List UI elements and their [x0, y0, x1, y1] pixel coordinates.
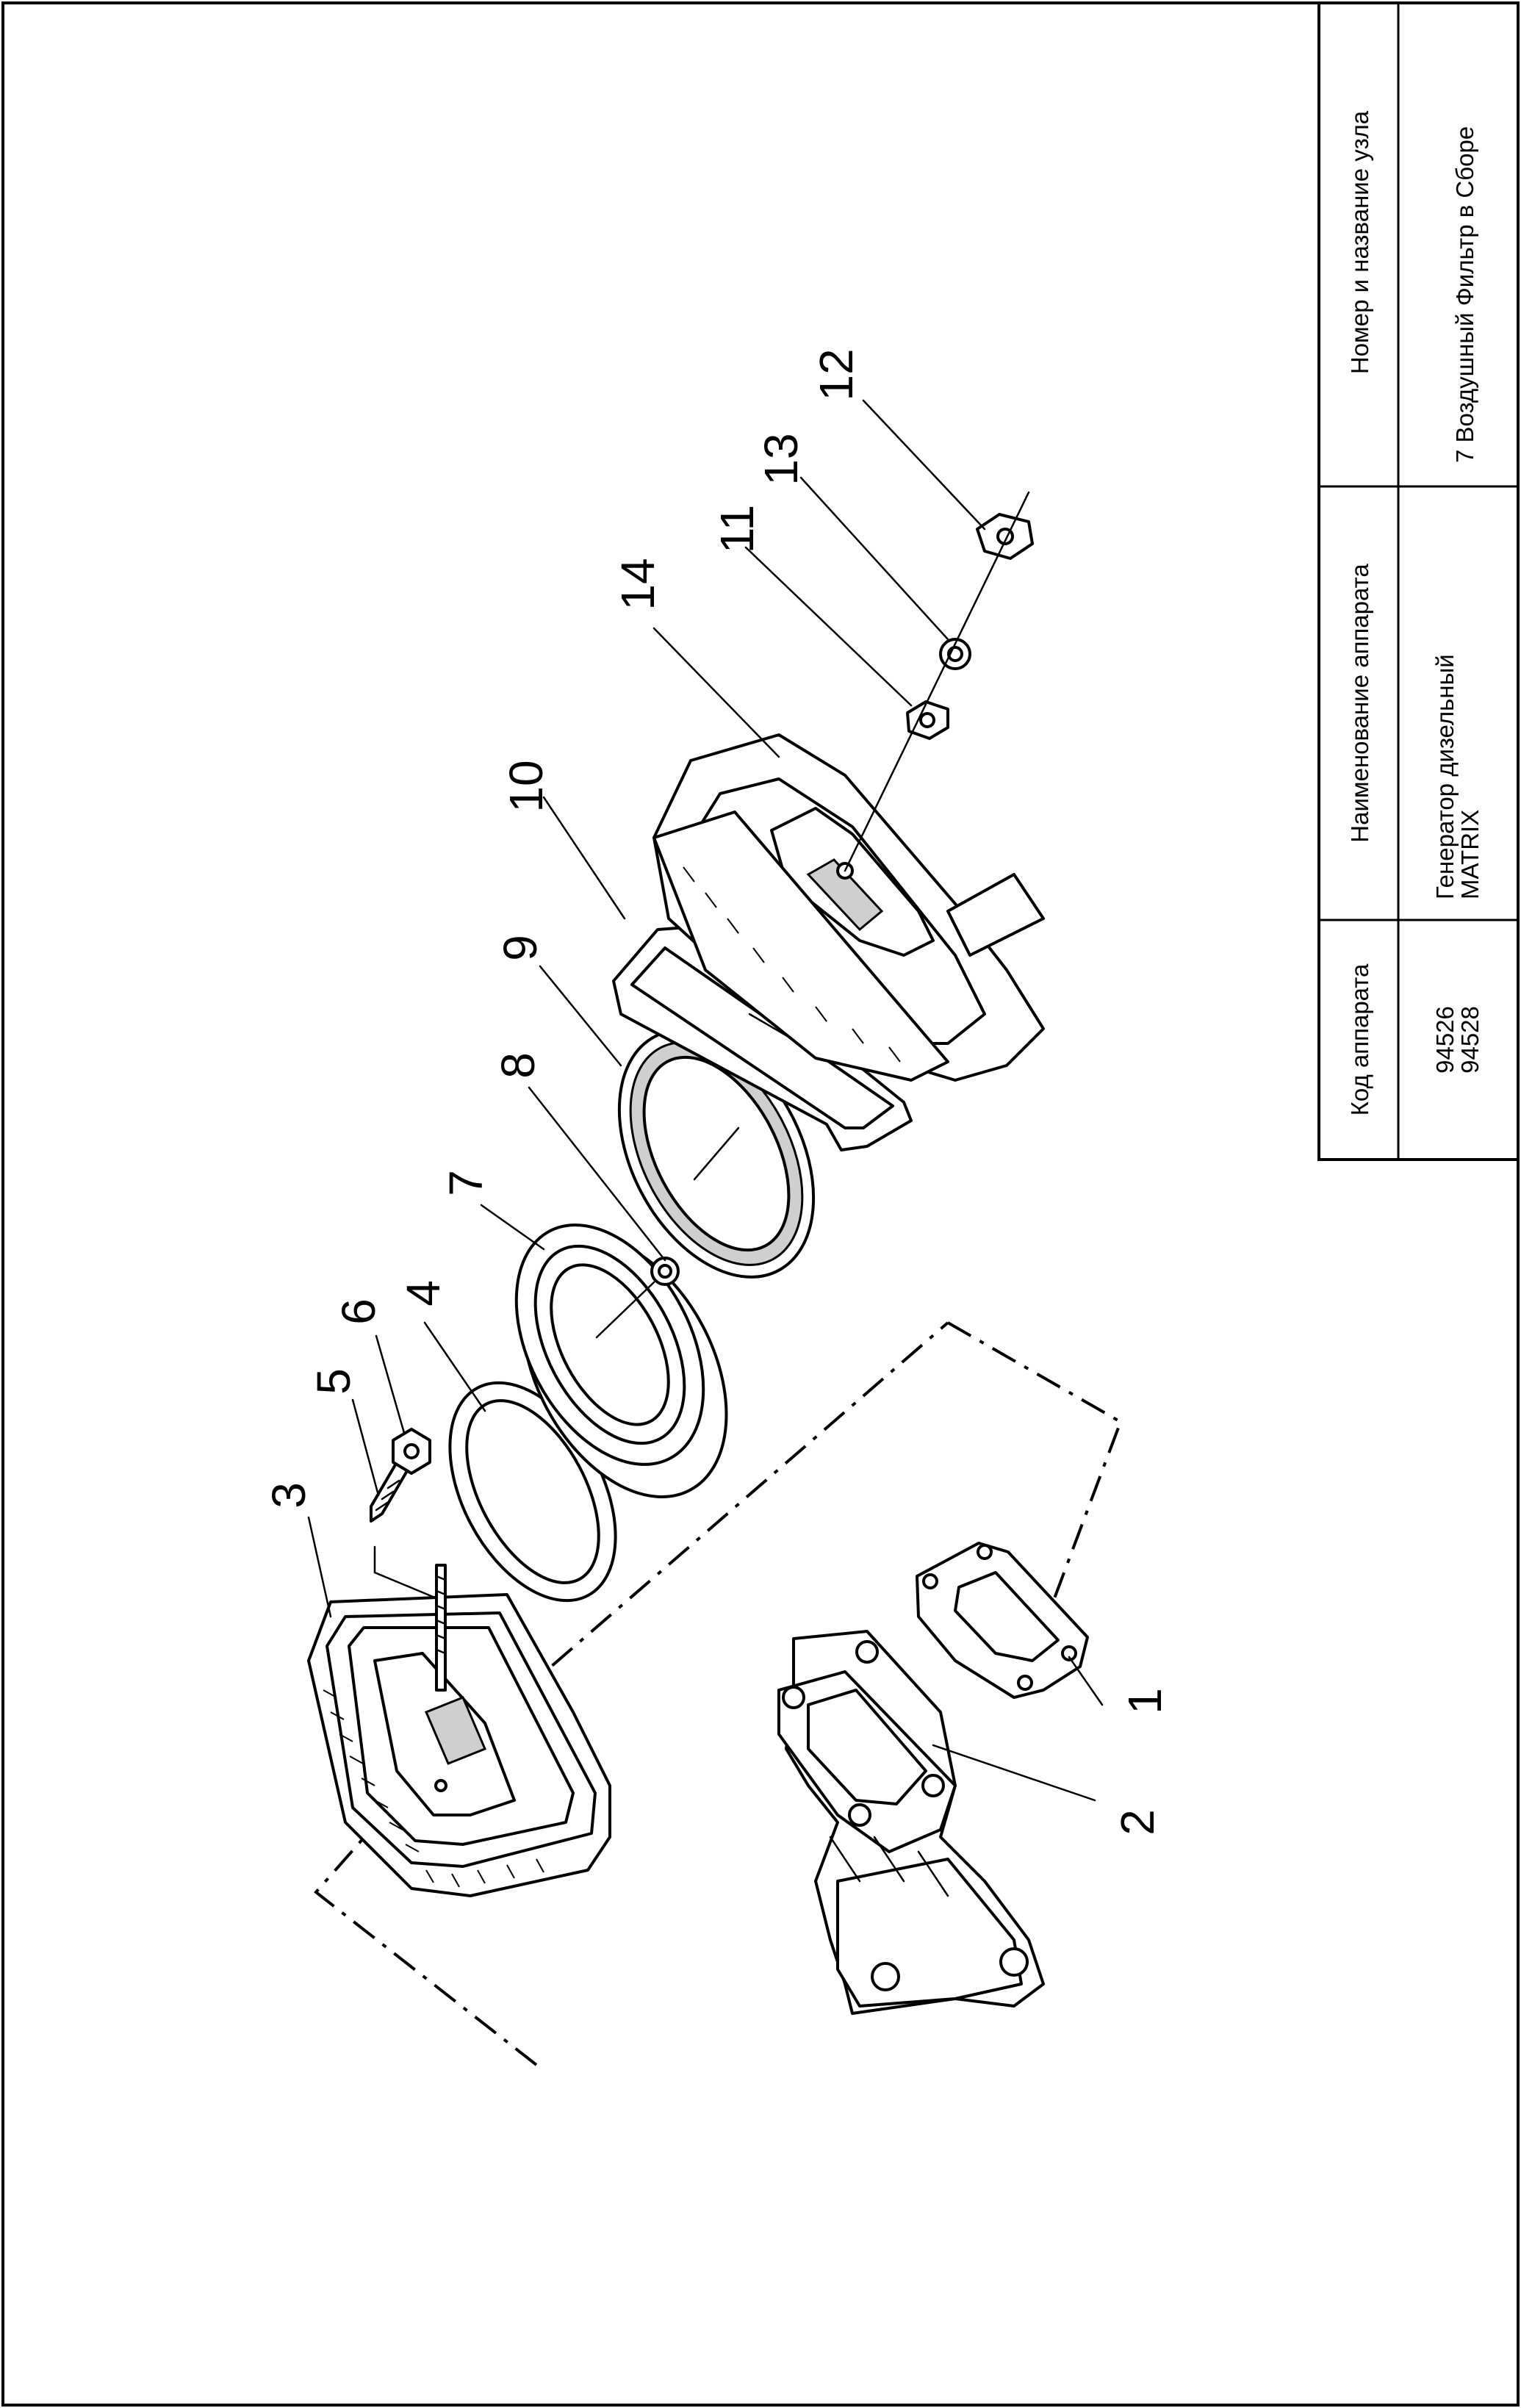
- assembly-boundary-line-2: [947, 1321, 1123, 1687]
- value-code-line-2: 94528: [1456, 1006, 1484, 1074]
- part-7-filter-element: [514, 1223, 728, 1498]
- callout-11: 11: [711, 505, 763, 553]
- part-12-wing-nut: [976, 513, 1034, 560]
- part-14-cover: [652, 733, 1045, 1082]
- callout-7: 7: [439, 1170, 492, 1196]
- callout-14: 14: [611, 558, 664, 610]
- part-1-gasket: [916, 1542, 1089, 1699]
- part-11-nut: [906, 700, 949, 740]
- callout-4: 4: [397, 1280, 450, 1307]
- value-code-line-1: 94526: [1431, 1006, 1459, 1074]
- title-block: Номер и название узла Наименование аппар…: [1317, 1, 1520, 1161]
- callout-12: 12: [810, 348, 863, 400]
- callout-6: 6: [332, 1298, 385, 1325]
- callout-8: 8: [492, 1052, 544, 1079]
- callout-5: 5: [307, 1368, 360, 1395]
- value-unit: 7 Воздушный Фильтр в Сборе: [1451, 126, 1478, 463]
- callout-10: 10: [500, 760, 553, 812]
- leader-lines: [307, 399, 1104, 1802]
- part-10-gasket-plate: [612, 926, 913, 1151]
- part-2-intake-elbow: [777, 1630, 1045, 2015]
- part-3-filter-base: [307, 1564, 611, 1897]
- callout-13: 13: [755, 433, 808, 485]
- callout-labels: 1 2 3 4 5 6 7 8 9 10 14 11 13 12: [262, 348, 1171, 1835]
- header-name: Наименование аппарата: [1346, 564, 1373, 843]
- callout-3: 3: [262, 1482, 315, 1509]
- callout-2: 2: [1111, 1809, 1164, 1836]
- header-unit: Номер и название узла: [1346, 110, 1373, 374]
- callout-9: 9: [494, 935, 547, 961]
- header-code: Код аппарата: [1346, 963, 1373, 1115]
- part-5-stud: [370, 1461, 438, 1600]
- value-name-line-2: MATRIX: [1456, 810, 1484, 899]
- assembly-bolt-axis: [844, 491, 1030, 872]
- part-8-washer: [595, 1257, 680, 1339]
- value-name-line-1: Генератор дизельный: [1431, 654, 1459, 899]
- callout-1: 1: [1118, 1688, 1171, 1714]
- part-6-nut: [392, 1428, 431, 1475]
